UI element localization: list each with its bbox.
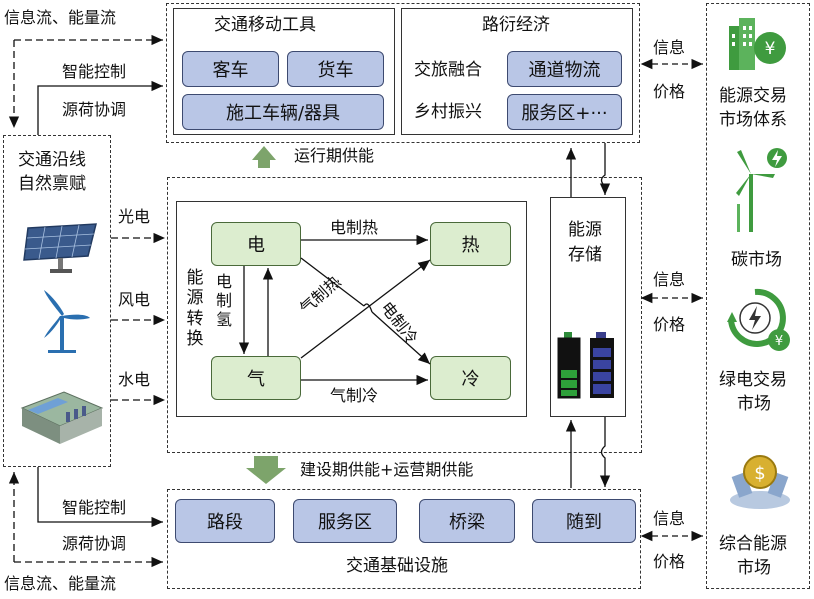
smart-control-bottom-2: 源荷协调	[62, 534, 127, 553]
market-3-name-1: 绿电交易	[719, 370, 787, 390]
market-1-name-1: 能源交易	[719, 86, 787, 106]
storage-down-arrow	[599, 143, 611, 195]
market-2-name: 碳市场	[731, 250, 782, 270]
smart-control-bottom-arrow	[37, 467, 163, 528]
wind-turbine-small-icon	[44, 290, 90, 353]
elec-cold-arrow	[300, 257, 430, 364]
svg-text:¥: ¥	[775, 334, 783, 349]
service-area-plus-box: 服务区+···	[507, 94, 622, 130]
road-economy-title: 路衍经济	[482, 15, 550, 35]
price-label-2: 价格	[653, 315, 686, 334]
infra-panel: 路段 服务区 桥梁 随到 交通基础设施	[167, 489, 641, 589]
nature-title-1: 交通沿线	[18, 150, 86, 170]
smart-control-top-2: 源荷协调	[62, 100, 127, 119]
node-gas: 气	[211, 356, 301, 400]
tunnel-box: 随到	[532, 499, 636, 543]
svg-text:$: $	[754, 463, 765, 484]
top-outer-box	[166, 3, 640, 143]
storage-panel: 能源 存储	[550, 197, 626, 417]
markets-panel: ¥ 能源交易 市场体系 碳市场 ¥ 绿电交易 市场 $ 综合能源 市场	[706, 3, 810, 589]
edge-elec-gas-label: 电制氢	[215, 272, 232, 330]
smart-control-bottom-1: 智能控制	[62, 498, 127, 517]
construction-supply-arrow	[246, 456, 286, 484]
storage-title-2: 存储	[568, 245, 602, 265]
bus-box: 客车	[182, 51, 279, 87]
storage-title-1: 能源	[568, 220, 602, 240]
bottom-flow-label: 信息流、能量流	[4, 574, 117, 593]
solar-label: 光电	[118, 207, 151, 226]
bridge-box: 桥梁	[419, 499, 515, 543]
road-economy-panel: 路衍经济 交旅融合 通道物流 乡村振兴 服务区+···	[401, 8, 633, 135]
market-4-name-2: 市场	[737, 558, 771, 578]
conversion-label: 能源转换	[186, 268, 204, 350]
operation-supply-label: 运行期供能	[294, 146, 375, 165]
market-3-name-2: 市场	[737, 394, 771, 414]
info-label-3: 信息	[653, 509, 686, 528]
nature-title-2: 自然禀赋	[18, 174, 86, 194]
mobile-tools-title: 交通移动工具	[214, 15, 316, 35]
conversion-panel	[176, 201, 527, 417]
price-label-1: 价格	[653, 82, 686, 101]
wind-label: 风电	[118, 290, 151, 309]
info-label-2: 信息	[653, 270, 686, 289]
battery-icon	[557, 332, 614, 399]
green-power-icon: ¥	[727, 288, 790, 351]
hydro-dam-icon	[20, 391, 104, 444]
tourism-label: 交旅融合	[414, 60, 482, 80]
operation-supply-arrow	[252, 146, 276, 168]
nature-panel: 交通沿线 自然禀赋	[3, 135, 111, 467]
infra-title: 交通基础设施	[346, 556, 448, 576]
road-section-box: 路段	[175, 499, 275, 543]
gas-heat-arrow	[300, 259, 431, 359]
wind-turbine-icon	[736, 148, 787, 232]
construction-vehicle-box: 施工车辆/器具	[182, 94, 384, 130]
service-area-box: 服务区	[293, 499, 397, 543]
smart-control-top-1: 智能控制	[62, 62, 127, 81]
svg-text:¥: ¥	[765, 39, 776, 59]
building-yen-icon: ¥	[729, 18, 786, 70]
info-label-1: 信息	[653, 38, 686, 57]
node-electricity: 电	[211, 222, 301, 266]
construction-supply-label: 建设期供能+运营期供能	[300, 460, 474, 479]
energy-middle-box	[167, 177, 642, 453]
rural-label: 乡村振兴	[414, 102, 482, 122]
market-1-name-2: 市场体系	[719, 110, 787, 130]
top-flow-label: 信息流、能量流	[4, 8, 117, 27]
storage-infra-arrow	[599, 417, 611, 487]
edge-elec-heat-label: 电制热	[330, 218, 379, 237]
mobile-tools-panel: 交通移动工具 客车 货车 施工车辆/器具	[173, 8, 395, 135]
integrated-energy-icon: $	[730, 455, 790, 509]
price-label-3: 价格	[653, 552, 686, 571]
logistics-box: 通道物流	[507, 51, 622, 87]
solar-panel-icon	[23, 223, 97, 273]
truck-box: 货车	[287, 51, 384, 87]
market-4-name-1: 综合能源	[719, 534, 787, 554]
smart-control-top-arrow	[37, 80, 163, 135]
edge-gas-cold-label: 气制冷	[330, 386, 379, 405]
node-cold: 冷	[430, 356, 511, 400]
node-heat: 热	[430, 222, 511, 266]
hydro-label: 水电	[118, 370, 151, 389]
